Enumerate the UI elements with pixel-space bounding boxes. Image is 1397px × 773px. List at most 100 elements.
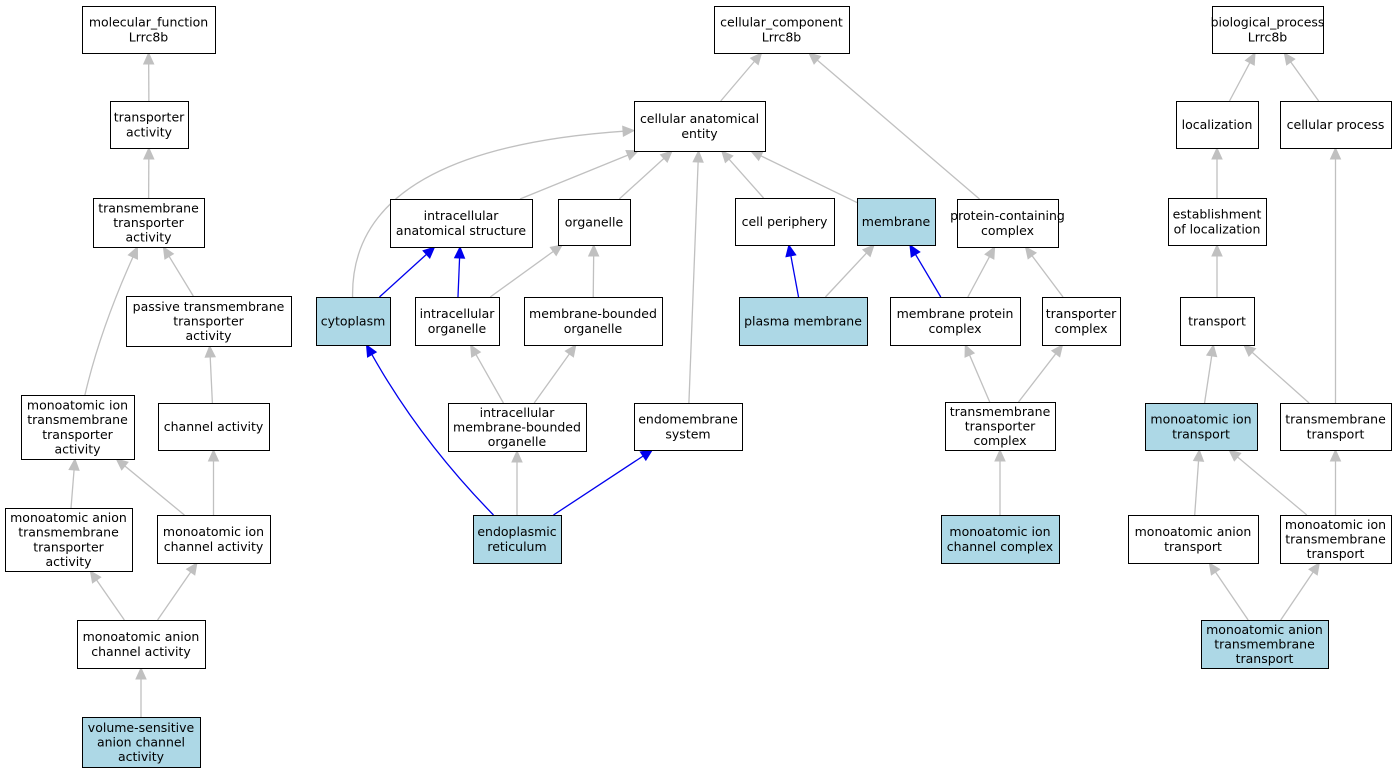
- edge-cpr-to-bp: [1289, 60, 1320, 102]
- node-label-line: transporter: [42, 427, 113, 442]
- nodes-layer: molecular_functionLrrc8btransporteractiv…: [5, 6, 1392, 768]
- arrowhead: [909, 243, 921, 258]
- node-label-line: monoatomic ion: [27, 398, 128, 413]
- edge-ttc-to-mpc: [968, 353, 991, 403]
- arrowhead: [639, 449, 654, 462]
- arrowhead: [207, 448, 220, 462]
- edge-maca-to-matta: [95, 578, 125, 621]
- edge-matt-to-mat: [1214, 570, 1249, 621]
- node-box: [739, 297, 868, 346]
- node-label-line: cellular process: [1287, 117, 1385, 132]
- arrowhead: [749, 150, 764, 162]
- node-label-line: cellular anatomical: [640, 111, 759, 126]
- node-label-line: monoatomic ion: [163, 524, 264, 539]
- node-label-line: anatomical structure: [396, 223, 526, 238]
- node-label-line: transporter: [173, 314, 244, 329]
- node-label-line: transmembrane: [18, 525, 119, 540]
- edge-mem-to-cae: [759, 154, 858, 204]
- node-label-line: transmembrane: [1214, 637, 1315, 652]
- node-label-line: monoatomic anion: [1206, 622, 1323, 637]
- node-label-line: entity: [681, 126, 718, 141]
- node-label-line: transport: [1307, 546, 1365, 561]
- node-label-line: transporter: [114, 110, 185, 125]
- arrowhead: [469, 343, 482, 358]
- node-label-line: transporter: [1046, 306, 1117, 321]
- node-label-line: complex: [1055, 321, 1108, 336]
- node-label-line: organelle: [565, 215, 624, 230]
- node-label-line: anion channel: [97, 735, 185, 750]
- edge-ptta-to-tta: [168, 255, 194, 297]
- node-box: [157, 515, 271, 564]
- edge-pm-to-mem: [824, 251, 868, 298]
- edge-mitta-to-tta: [84, 255, 134, 396]
- node-box: [1280, 101, 1392, 149]
- node-label-line: transmembrane: [98, 200, 199, 215]
- node-label-line: intracellular: [424, 208, 500, 223]
- node-box: [158, 403, 270, 451]
- arrowhead: [1211, 146, 1223, 160]
- arrowhead: [511, 449, 523, 463]
- arrowhead: [185, 562, 198, 576]
- node-label-line: membrane: [862, 214, 931, 229]
- node-label-line: endomembrane: [638, 412, 738, 427]
- node-label-line: transporter: [113, 215, 184, 230]
- node-label-line: activity: [45, 554, 92, 569]
- edge-pm-to-cp: [790, 254, 800, 298]
- node-label-line: endoplasmic: [477, 524, 556, 539]
- node-monoatomic-ion-transmembrane-transporter-activity: monoatomic iontransmembranetransporterac…: [21, 395, 135, 460]
- edge-ttc-to-tc: [1017, 352, 1057, 403]
- edge-tc-to-pcc: [1030, 254, 1064, 298]
- node-label-line: protein-containing: [950, 208, 1065, 223]
- node-box: [473, 515, 562, 564]
- arrowhead: [622, 125, 636, 138]
- node-label-line: system: [665, 426, 710, 441]
- node-box: [735, 198, 835, 246]
- arrowhead: [1192, 448, 1205, 462]
- node-box: [1201, 620, 1329, 669]
- node-box: [890, 297, 1021, 346]
- node-label-line: transmembrane: [950, 404, 1051, 419]
- arrowhead: [1205, 343, 1218, 358]
- node-label-line: channel complex: [947, 539, 1053, 554]
- node-label-line: activity: [185, 328, 232, 343]
- arrowhead: [964, 343, 976, 358]
- node-label-line: channel activity: [164, 539, 264, 554]
- node-label-line: transport: [1236, 651, 1294, 666]
- node-label-line: intracellular: [420, 306, 496, 321]
- node-label-line: transport: [1307, 426, 1365, 441]
- node-label-line: localization: [1182, 117, 1253, 132]
- node-label-line: cytoplasm: [321, 314, 386, 329]
- node-label-line: activity: [54, 441, 101, 456]
- node-box: [415, 297, 500, 346]
- node-channel-activity: channel activity: [158, 403, 270, 451]
- arrowhead: [365, 343, 378, 358]
- node-box: [524, 297, 663, 346]
- arrowhead: [587, 243, 600, 257]
- node-label-line: transport: [1164, 539, 1222, 554]
- node-box: [957, 199, 1059, 248]
- node-label-line: monoatomic ion: [1150, 412, 1251, 427]
- arrowhead: [1244, 51, 1256, 66]
- node-label-line: Lrrc8b: [129, 29, 169, 44]
- arrowhead: [625, 149, 640, 161]
- node-box: [126, 296, 292, 347]
- node-label-line: of localization: [1174, 221, 1261, 236]
- node-label-line: Lrrc8b: [1248, 29, 1288, 44]
- node-label-line: activity: [125, 230, 172, 245]
- arrowhead: [68, 457, 80, 471]
- edge-org-to-cae: [618, 157, 666, 200]
- node-label-line: transporter: [33, 539, 104, 554]
- edge-loc-to-bp: [1228, 61, 1251, 102]
- node-label-line: biological_process: [1211, 15, 1325, 30]
